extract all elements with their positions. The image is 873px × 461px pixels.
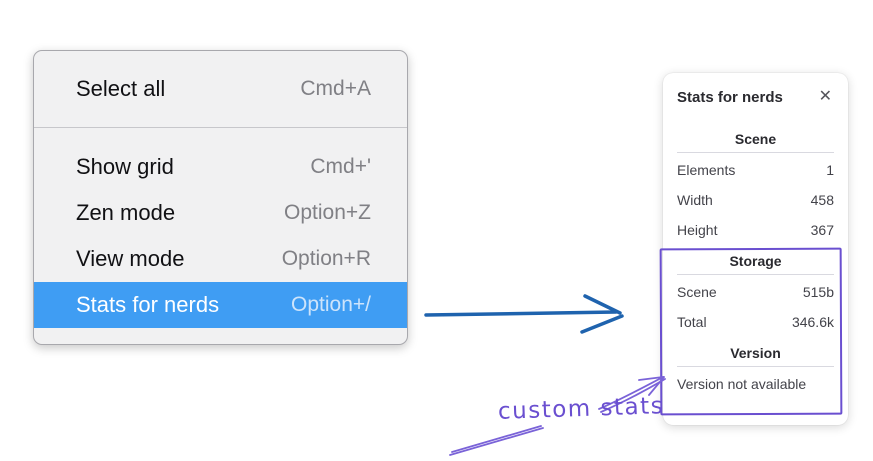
scene-section-heading: Scene — [734, 131, 777, 147]
stat-row-total-storage: Total 346.6k — [677, 307, 834, 337]
blue-arrow — [424, 294, 624, 334]
stats-panel-title: Stats for nerds — [677, 88, 783, 106]
menu-item-view-mode[interactable]: View mode Option+R — [34, 236, 407, 282]
stat-value: 515b — [802, 284, 834, 300]
stats-panel-header: Stats for nerds ✕ — [677, 85, 834, 109]
menu-item-zen-mode[interactable]: Zen mode Option+Z — [34, 190, 407, 236]
stat-value: 346.6k — [791, 314, 834, 330]
stat-label: Total — [677, 314, 707, 330]
menu-item-label: View mode — [76, 246, 185, 271]
menu-item-label: Zen mode — [76, 200, 176, 225]
stat-label: Height — [677, 222, 718, 238]
stat-value: 1 — [826, 162, 834, 178]
divider — [677, 366, 834, 367]
stat-value: 367 — [810, 222, 834, 238]
stat-label: Elements — [677, 162, 736, 178]
stat-label: Scene — [677, 284, 717, 300]
storage-section-heading: Storage — [729, 253, 782, 269]
menu-divider — [34, 127, 407, 128]
menu-section-bottom: Show grid Cmd+' Zen mode Option+Z View m… — [34, 128, 407, 344]
version-section-heading: Version — [730, 345, 781, 361]
divider — [677, 274, 834, 275]
stats-panel: Stats for nerds ✕ Scene Elements 1 Width… — [663, 73, 848, 425]
close-icon[interactable]: ✕ — [818, 88, 832, 105]
menu-item-stats-for-nerds[interactable]: Stats for nerds Option+/ — [34, 282, 407, 328]
version-note: Version not available — [677, 376, 807, 392]
menu-item-label: Select all — [76, 76, 166, 101]
menu-item-shortcut: Cmd+' — [310, 155, 371, 178]
menu-section-top: Select all Cmd+A — [34, 51, 407, 127]
menu-item-shortcut: Option+Z — [284, 201, 371, 224]
divider — [677, 152, 834, 153]
menu-item-shortcut: Cmd+A — [300, 77, 371, 100]
annotation-stroke — [449, 425, 544, 456]
stat-label: Width — [677, 192, 713, 208]
stat-value: 458 — [810, 192, 834, 208]
stat-row-width: Width 458 — [677, 185, 834, 215]
context-menu: Select all Cmd+A Show grid Cmd+' Zen mod… — [33, 50, 408, 345]
menu-item-show-grid[interactable]: Show grid Cmd+' — [34, 144, 407, 190]
menu-item-shortcut: Option+/ — [291, 293, 371, 316]
stat-row-elements: Elements 1 — [677, 155, 834, 185]
annotation-text: custom stats — [497, 393, 665, 425]
menu-item-label: Stats for nerds — [76, 292, 220, 317]
menu-item-shortcut: Option+R — [281, 247, 371, 270]
stat-row-scene-storage: Scene 515b — [677, 277, 834, 307]
menu-item-label: Show grid — [76, 154, 174, 179]
menu-item-select-all[interactable]: Select all Cmd+A — [34, 66, 407, 112]
stat-row-height: Height 367 — [677, 215, 834, 245]
